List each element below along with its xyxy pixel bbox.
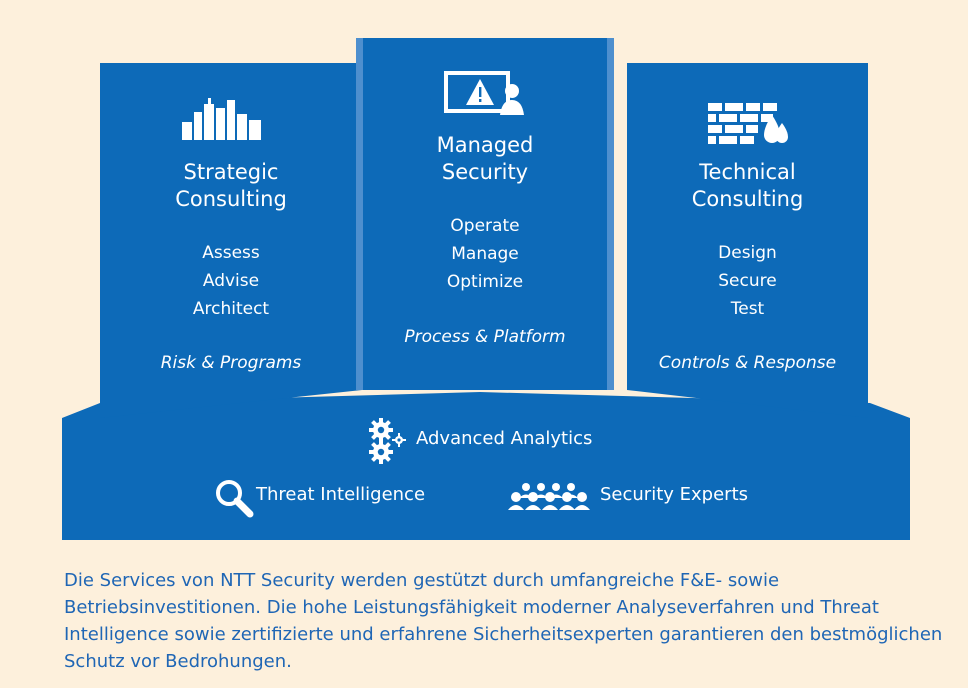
advanced-analytics-label: Advanced Analytics <box>416 428 593 449</box>
managed-item-manage: Manage <box>451 244 519 264</box>
column-separator-left <box>356 38 363 390</box>
column-separator-right <box>607 38 614 390</box>
column-strategic <box>100 63 362 418</box>
column-technical <box>627 63 868 418</box>
technical-title-line1: Technical <box>699 160 796 184</box>
managed-title-line2: Security <box>441 160 529 184</box>
technical-title-line2: Consulting <box>691 187 804 211</box>
strategic-item-assess: Assess <box>202 243 260 263</box>
caption-paragraph: Die Services von NTT Security werden ges… <box>64 570 943 672</box>
technical-item-secure: Secure <box>718 271 777 291</box>
managed-item-operate: Operate <box>450 216 520 236</box>
monitor-alert-person-icon <box>444 71 524 115</box>
managed-title-line1: Managed <box>436 133 534 157</box>
strategic-title-line2: Consulting <box>175 187 287 211</box>
security-experts-label: Security Experts <box>600 484 748 505</box>
strategic-item-advise: Advise <box>202 271 260 291</box>
strategic-tagline: Risk & Programs <box>160 353 302 373</box>
magnifier-icon <box>216 480 254 518</box>
strategic-item-architect: Architect <box>192 299 270 319</box>
strategic-title-line1: Strategic <box>183 160 279 184</box>
technical-tagline: Controls & Response <box>658 353 837 373</box>
technical-item-test: Test <box>730 299 765 319</box>
foundation-platform <box>62 392 910 540</box>
managed-tagline: Process & Platform <box>404 327 566 347</box>
city-skyline-icon <box>182 98 261 140</box>
gears-icon <box>369 418 406 464</box>
firewall-icon <box>708 103 788 144</box>
technical-item-design: Design <box>718 243 777 263</box>
managed-item-optimize: Optimize <box>446 272 524 292</box>
people-group-icon <box>508 483 590 510</box>
threat-intelligence-label: Threat Intelligence <box>256 484 426 505</box>
